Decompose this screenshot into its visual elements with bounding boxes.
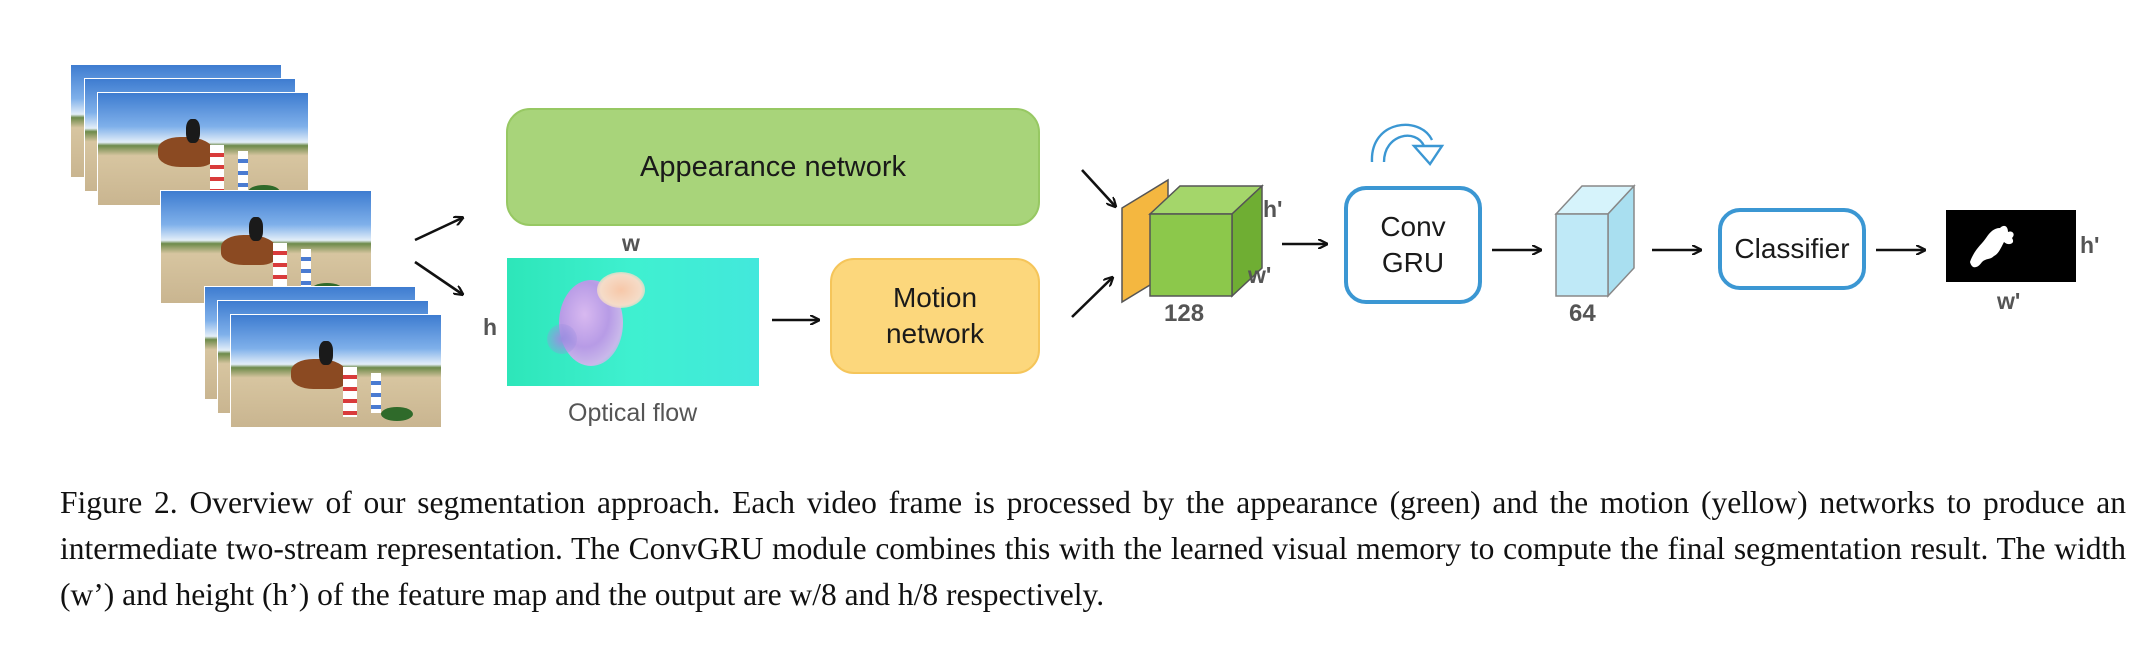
arrow-appearance-to-feature: [1081, 169, 1115, 206]
optical-flow-image: [507, 258, 759, 386]
video-frame: [230, 314, 442, 428]
feature-depth-label: 128: [1164, 300, 1205, 327]
motion-network-box: Motion network: [830, 258, 1040, 374]
convgru-box: Conv GRU: [1344, 186, 1482, 304]
segmentation-mask-icon: [1970, 225, 2014, 268]
output-height-label: h': [2080, 232, 2100, 258]
feature-height-label: h': [1263, 196, 1283, 222]
convgru-label: Conv GRU: [1380, 211, 1446, 278]
appearance-network-box: Appearance network: [506, 108, 1040, 226]
optical-flow-label: Optical flow: [568, 399, 698, 427]
feature-width-label: w': [1248, 262, 1272, 288]
arrow-motion-to-feature: [1071, 278, 1112, 318]
memory-blue-slab: [1554, 184, 1636, 298]
feature-map-green-cube: [1148, 184, 1264, 298]
output-width-label: w': [1997, 288, 2021, 314]
motion-network-label: Motion network: [885, 282, 985, 349]
video-frame-middle: [160, 190, 372, 304]
figure-caption: Figure 2. Overview of our segmentation a…: [60, 485, 2126, 612]
classifier-box: Classifier: [1718, 208, 1866, 290]
flow-width-label: w: [622, 230, 640, 256]
flow-height-label: h: [483, 314, 498, 340]
memory-depth-label: 64: [1569, 300, 1596, 327]
recurrent-loop-icon: [1370, 123, 1445, 166]
segmentation-output-image: [1946, 210, 2076, 282]
classifier-label: Classifier: [1734, 233, 1850, 264]
arrow-frames-to-appearance: [414, 218, 462, 242]
appearance-network-label: Appearance network: [640, 150, 906, 183]
arrow-frames-to-flow: [414, 260, 462, 294]
